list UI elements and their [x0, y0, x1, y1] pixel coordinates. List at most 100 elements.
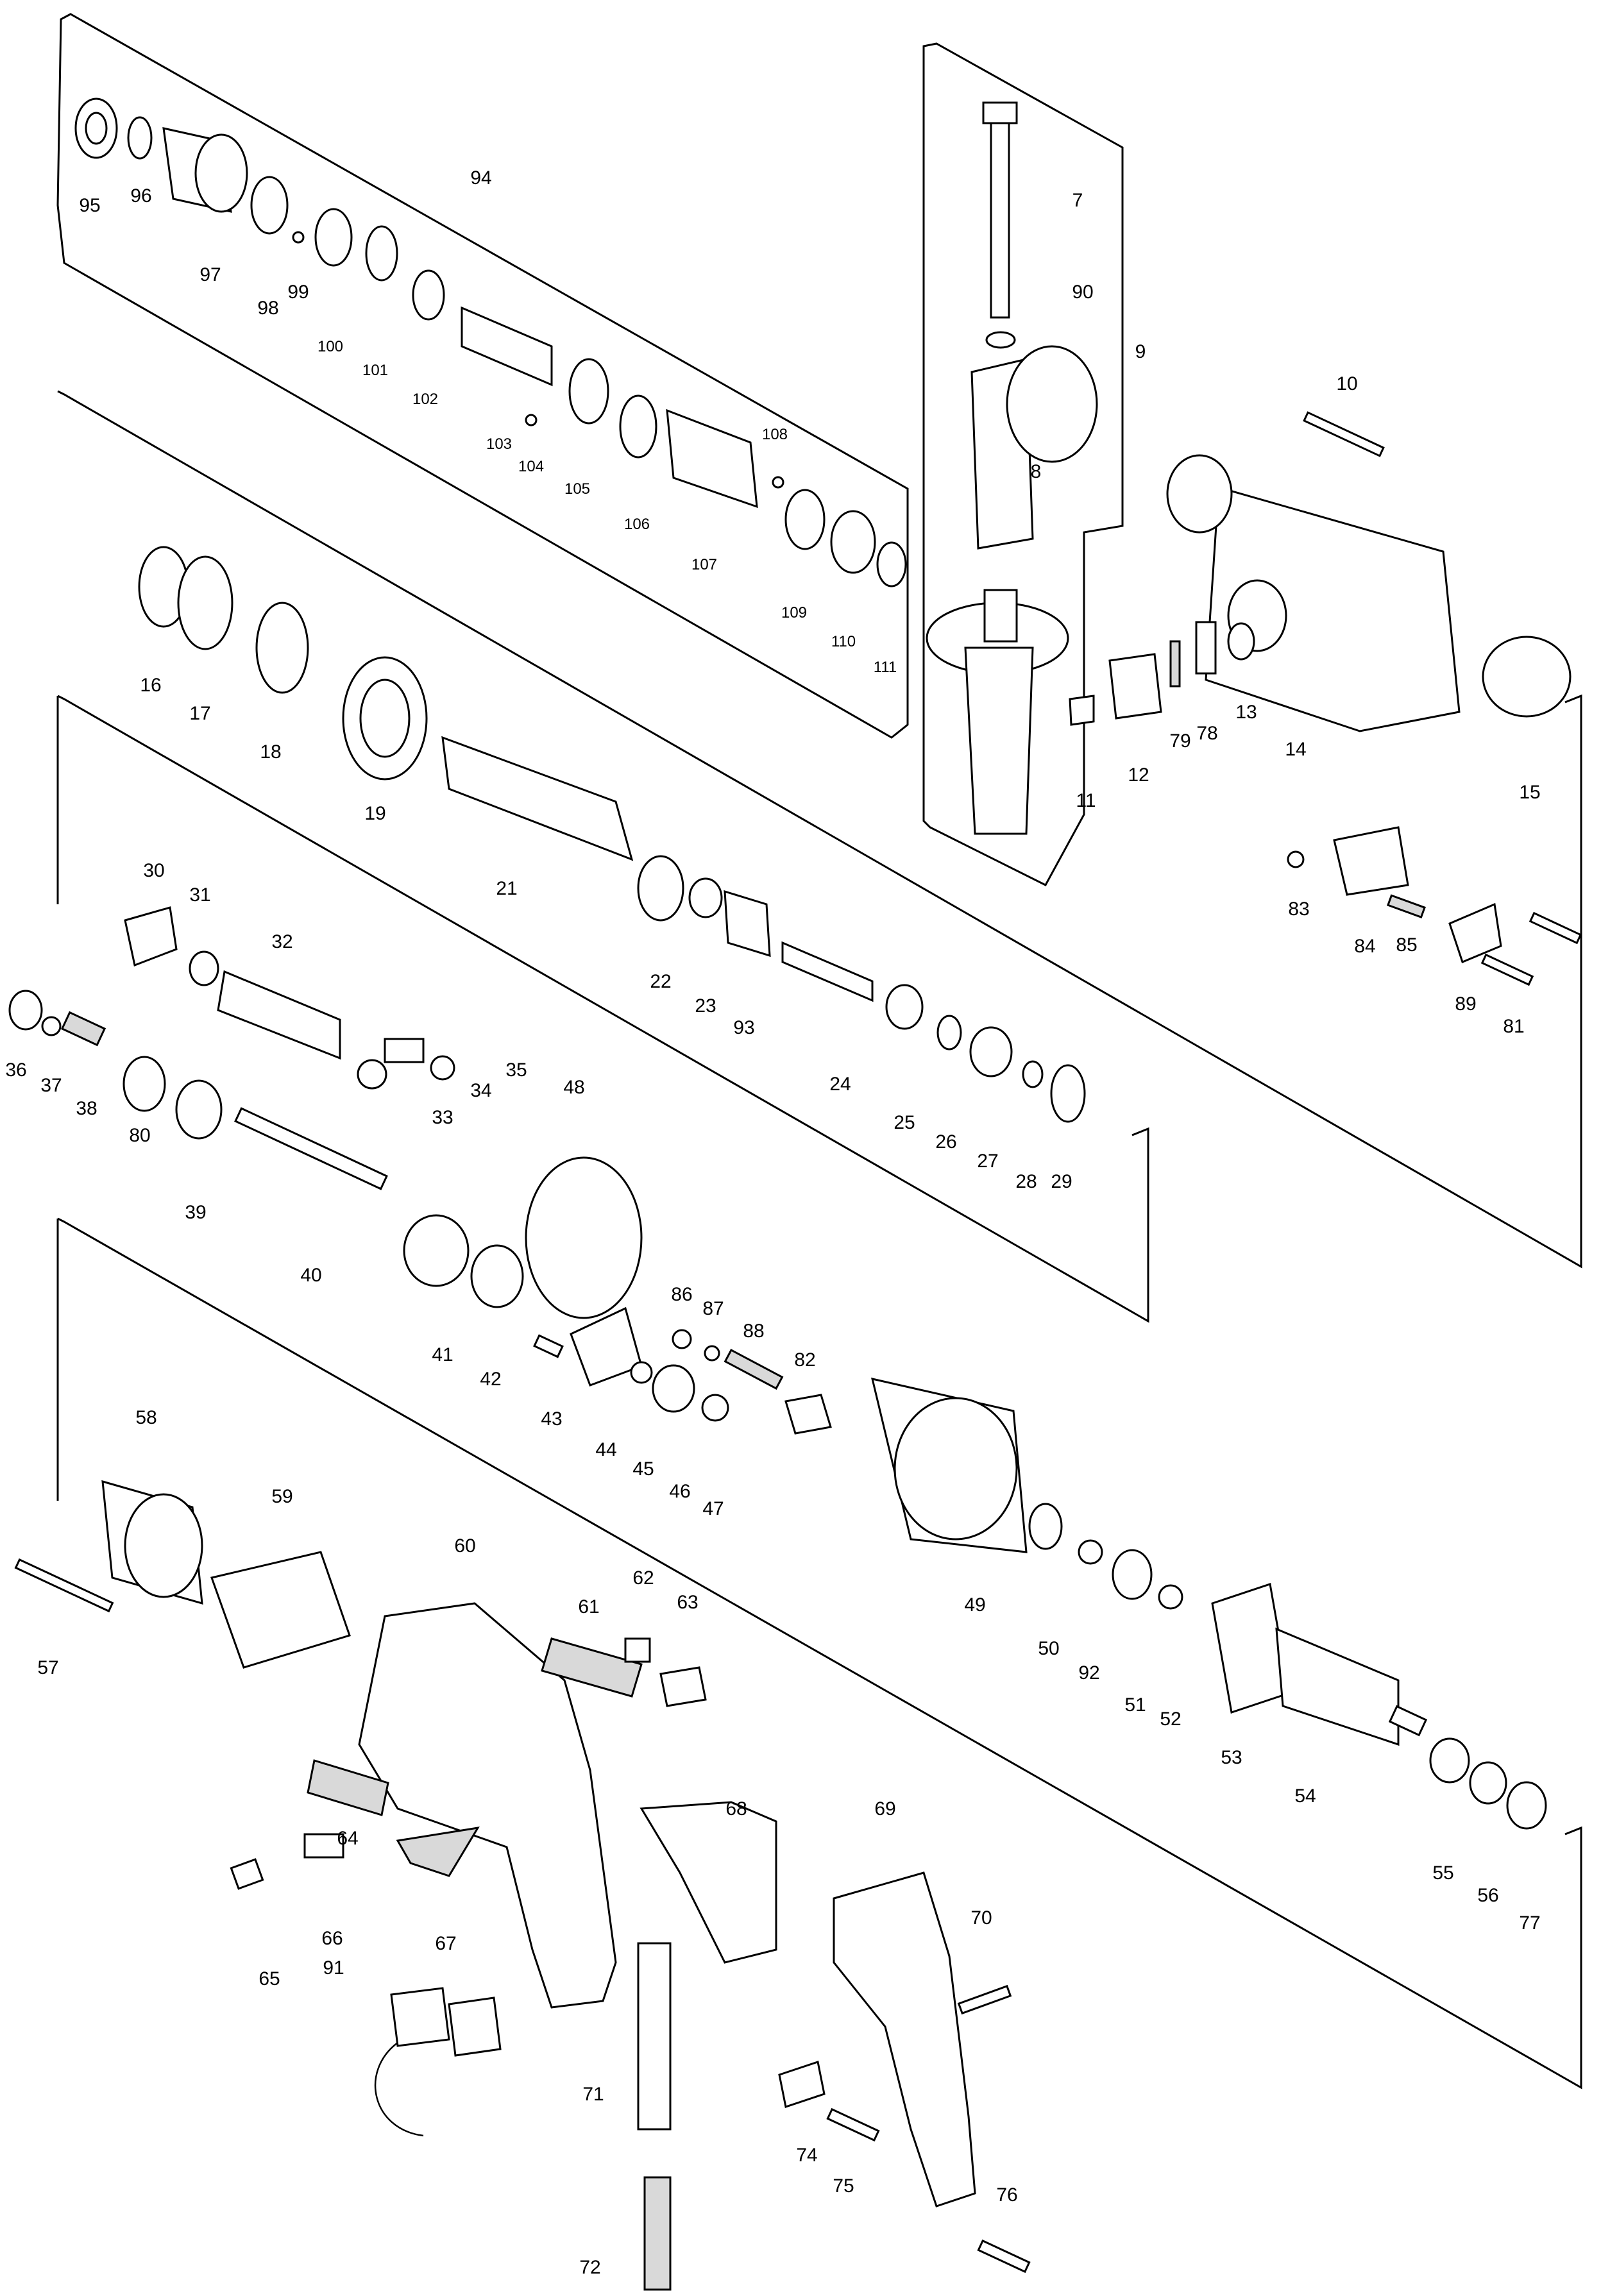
part-51 — [1112, 1549, 1153, 1600]
callout-50: 50 — [1038, 1638, 1059, 1659]
part-106 — [619, 394, 657, 459]
part-13 — [1227, 622, 1255, 661]
callout-7: 7 — [1072, 190, 1083, 211]
callout-102: 102 — [412, 391, 438, 408]
part-49-end — [894, 1397, 1018, 1541]
callout-12: 12 — [1128, 764, 1149, 786]
callout-14: 14 — [1285, 739, 1306, 760]
callout-65: 65 — [258, 1968, 280, 1989]
callout-49: 49 — [964, 1594, 985, 1616]
callout-21: 21 — [496, 878, 517, 899]
part-39 — [175, 1079, 223, 1140]
part-62 — [624, 1637, 651, 1663]
motor-parts — [14, 1480, 1547, 2291]
part-110 — [830, 510, 876, 574]
callout-33: 33 — [432, 1107, 453, 1128]
callout-68: 68 — [725, 1798, 747, 1819]
callout-15: 15 — [1519, 782, 1540, 803]
callout-29: 29 — [1051, 1171, 1072, 1192]
part-98 — [250, 176, 289, 235]
callout-53: 53 — [1221, 1747, 1242, 1768]
chuck-assembly-frame — [56, 13, 909, 739]
side-handle-frame — [922, 42, 1124, 886]
part-93 — [724, 890, 771, 958]
part-14-nose — [1166, 454, 1233, 534]
callout-77: 77 — [1519, 1912, 1540, 1934]
part-25 — [885, 984, 924, 1030]
callout-66: 66 — [321, 1928, 343, 1949]
callout-78: 78 — [1196, 723, 1217, 744]
part-30 — [124, 906, 178, 967]
part-81 — [1480, 953, 1534, 986]
callout-59: 59 — [271, 1486, 292, 1507]
callout-8: 8 — [1031, 461, 1042, 482]
part-85 — [1386, 894, 1426, 919]
part-92 — [1078, 1539, 1103, 1565]
part-100 — [314, 208, 353, 267]
callout-34: 34 — [470, 1080, 491, 1101]
callout-89: 89 — [1455, 993, 1476, 1015]
part-101 — [365, 225, 398, 282]
part-32 — [217, 970, 341, 1060]
part-91 — [390, 1987, 450, 2047]
part-47 — [701, 1394, 729, 1422]
part-111 — [876, 541, 907, 587]
chuck-assembly-parts — [74, 97, 907, 587]
part-35 — [430, 1055, 455, 1081]
part-71 — [637, 1942, 672, 2131]
gear-housing-frame — [57, 695, 1149, 1323]
part-33 — [357, 1059, 387, 1090]
callout-92: 92 — [1078, 1662, 1099, 1684]
callout-64: 64 — [337, 1828, 358, 1849]
callout-17: 17 — [189, 703, 210, 724]
callout-48: 48 — [563, 1077, 584, 1098]
part-89 — [1448, 902, 1502, 964]
part-67 — [396, 1827, 480, 1877]
part-95-inner — [85, 112, 108, 145]
callout-36: 36 — [5, 1059, 26, 1081]
part-10 — [1303, 411, 1385, 457]
callout-54: 54 — [1294, 1785, 1316, 1807]
part-12 — [1108, 653, 1162, 720]
callout-27: 27 — [977, 1151, 998, 1172]
callout-46: 46 — [669, 1481, 690, 1502]
callout-11: 11 — [1076, 790, 1096, 811]
callout-9: 9 — [1135, 341, 1146, 362]
part-15 — [1482, 636, 1571, 718]
part-50 — [1028, 1503, 1063, 1550]
part-65 — [230, 1858, 264, 1890]
callout-35: 35 — [505, 1059, 527, 1081]
callout-109: 109 — [781, 604, 807, 621]
callout-107: 107 — [691, 556, 717, 573]
part-109 — [784, 489, 826, 550]
part-108 — [772, 476, 784, 489]
part-9-ring — [1006, 345, 1098, 463]
part-28 — [1022, 1060, 1044, 1088]
barrel-parts — [138, 546, 1086, 1123]
part-7-head — [982, 101, 1018, 124]
callout-84: 84 — [1354, 936, 1375, 957]
callout-100: 100 — [318, 338, 343, 355]
callout-98: 98 — [257, 298, 278, 319]
callout-103: 103 — [486, 435, 512, 453]
callout-28: 28 — [1015, 1171, 1037, 1192]
part-40 — [234, 1107, 388, 1190]
callout-62: 62 — [632, 1567, 654, 1589]
part-81b — [1529, 911, 1582, 945]
side-handle-parts — [926, 101, 1098, 835]
callout-63: 63 — [677, 1592, 698, 1613]
callout-88: 88 — [743, 1321, 764, 1342]
part-26 — [936, 1015, 962, 1051]
callout-97: 97 — [199, 264, 221, 285]
part-91-wire — [374, 2042, 424, 2137]
part-83 — [1287, 850, 1305, 868]
callout-83: 83 — [1288, 899, 1309, 920]
part-22 — [637, 855, 684, 922]
callout-39: 39 — [185, 1202, 206, 1223]
callout-47: 47 — [702, 1498, 724, 1519]
part-75 — [826, 2107, 880, 2142]
callout-57: 57 — [37, 1657, 58, 1678]
callout-79: 79 — [1169, 730, 1190, 752]
callout-30: 30 — [143, 860, 164, 881]
part-87 — [704, 1345, 720, 1362]
